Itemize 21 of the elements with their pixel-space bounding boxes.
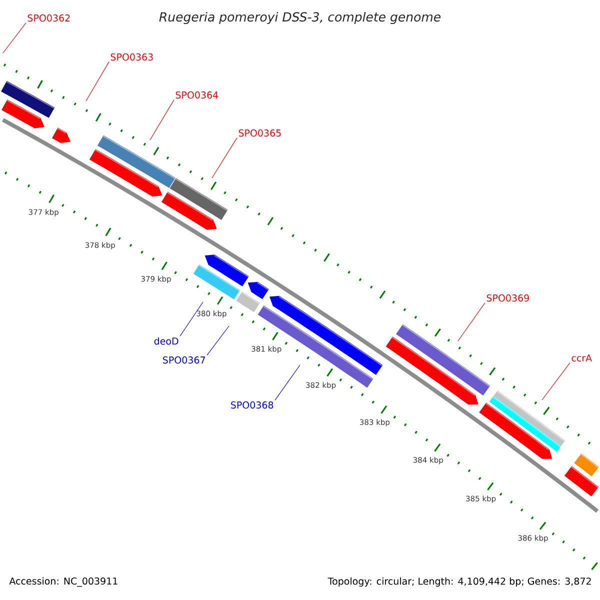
- leader-line: [212, 138, 238, 178]
- gene-label: SPO0368: [231, 401, 274, 409]
- gene-label: SPO0363: [110, 53, 153, 61]
- leader-line: [206, 326, 230, 356]
- gene-label: SPO0362: [28, 14, 70, 22]
- accession-text: Accession: NC_003911: [9, 577, 118, 587]
- leader-line: [2, 22, 26, 54]
- leader-line: [542, 362, 570, 400]
- gene-label: deoD: [154, 337, 178, 345]
- leader-line: [180, 302, 204, 336]
- genome-stats-text: Topology: circular; Length: 4,109,442 bp; Genes: 3,872: [328, 577, 591, 587]
- gene-label: SPO0365: [238, 129, 281, 137]
- gene-label: ccrA: [572, 354, 592, 362]
- leader-line: [150, 100, 174, 140]
- leader-line: [274, 364, 300, 401]
- title: Ruegeria pomeroyi DSS-3, complete genome: [159, 12, 441, 24]
- gene-label: SPO0367: [163, 356, 205, 364]
- leader-line: [86, 62, 110, 102]
- gene-label: SPO0369: [486, 294, 529, 302]
- leader-line: [458, 302, 486, 342]
- gene-label: SPO0364: [176, 91, 218, 99]
